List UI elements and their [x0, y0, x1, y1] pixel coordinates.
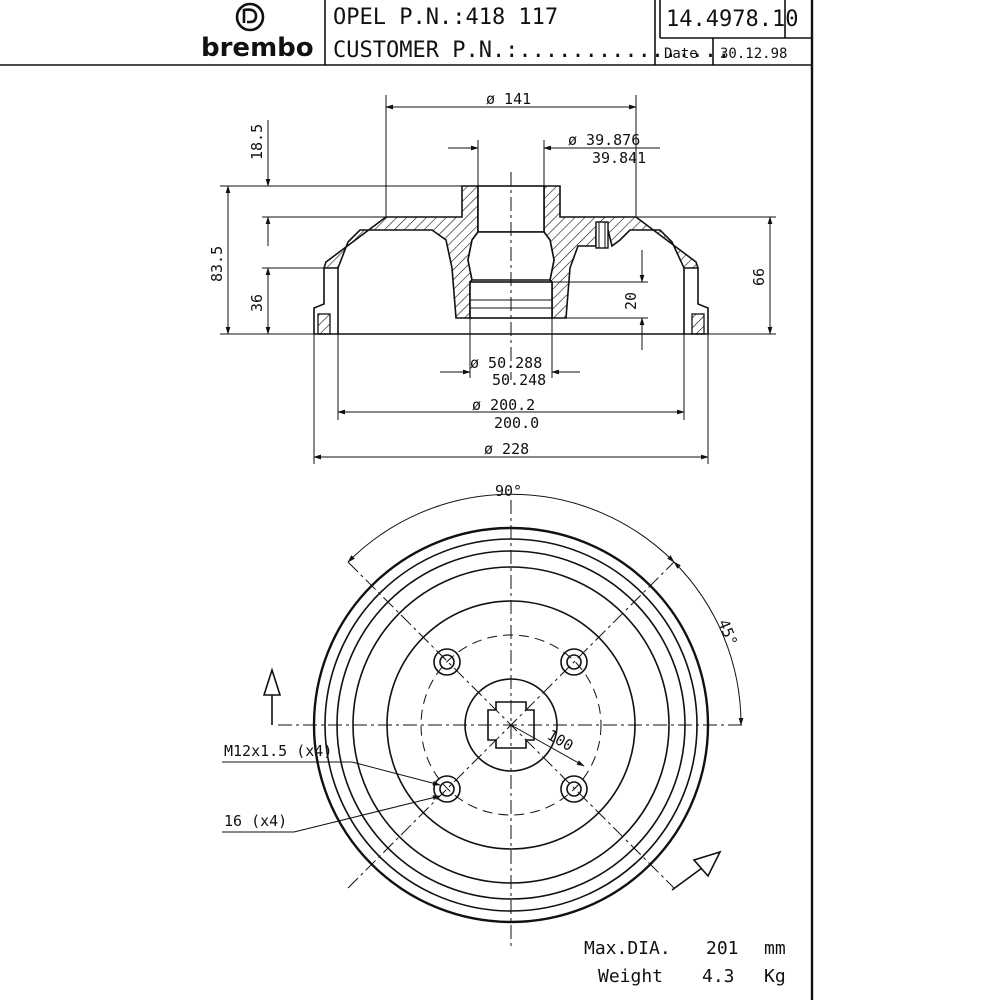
dim-20: 20 — [622, 292, 640, 310]
dim-pilot-min: 50.248 — [492, 371, 546, 389]
drum-section-left — [322, 185, 479, 319]
bolt-hole-nw — [433, 648, 461, 676]
dim-drum-min: 200.0 — [494, 414, 539, 432]
title-block: brembo OPEL P.N.:418 117 CUSTOMER P.N.:.… — [0, 0, 814, 1000]
customer-part-number: CUSTOMER P.N.:................ — [333, 38, 730, 63]
max-dia-label: Max.DIA. — [584, 938, 671, 959]
dim-d228: ø 228 — [484, 440, 529, 458]
dim-bore-max: ø 39.876 — [568, 131, 640, 149]
brand-name: brembo — [201, 33, 314, 63]
bolt-hole-ne — [560, 648, 588, 676]
bolt-hole-sw — [433, 775, 461, 803]
max-dia-value: 201 — [706, 938, 739, 959]
dim-drum-max: ø 200.2 — [472, 396, 535, 414]
thread-label: M12x1.5 (x4) — [224, 742, 332, 760]
date-label: Date — [664, 46, 698, 62]
angle-90-label: 90° — [495, 482, 522, 500]
max-dia-unit: mm — [764, 938, 786, 959]
bolt-hole-se — [560, 775, 588, 803]
weight-label: Weight — [598, 966, 663, 987]
part-number: 14.4978.10 — [666, 7, 798, 32]
dim-36: 36 — [248, 294, 266, 312]
weight-unit: Kg — [764, 966, 786, 987]
hole-label: 16 (x4) — [224, 812, 287, 830]
dim-18-5: 18.5 — [248, 124, 266, 160]
dim-d141: ø 141 — [486, 90, 531, 108]
weight-value: 4.3 — [702, 966, 735, 987]
angle-45-label: 45° — [714, 617, 741, 649]
dim-83-5: 83.5 — [208, 246, 226, 282]
dim-bore-min: 39.841 — [592, 149, 646, 167]
section-view: 18.5 83.5 36 20 66 ø 141 ø 39.876 39.841… — [208, 90, 776, 464]
drum-section-right — [543, 185, 700, 319]
dim-pilot-max: ø 50.288 — [470, 354, 542, 372]
oem-part-number: OPEL P.N.:418 117 — [333, 5, 558, 30]
specs-footer: Max.DIA. 201 mm Weight 4.3 Kg — [584, 938, 786, 987]
view-arrow-diagonal — [671, 850, 722, 891]
front-view: 90° 45° 100 M12x1.5 (x4) 16 (x4) — [222, 482, 744, 950]
brembo-logo: brembo — [201, 2, 314, 63]
dim-66: 66 — [750, 268, 768, 286]
date-value: 30.12.98 — [720, 46, 787, 62]
view-arrow-up — [262, 667, 282, 725]
